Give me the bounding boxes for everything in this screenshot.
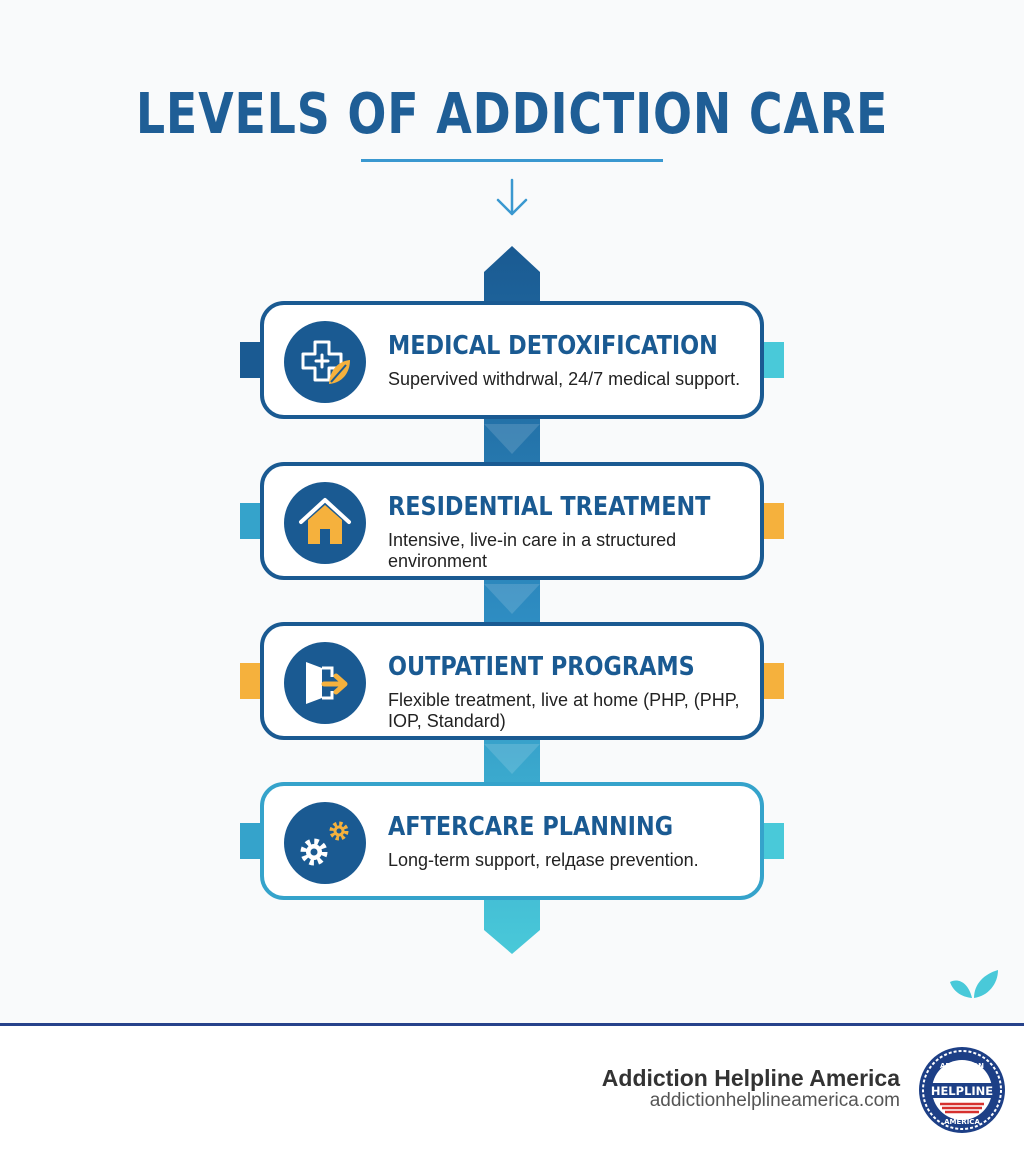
- seal-text-top: ADDICTION: [940, 1062, 984, 1070]
- step-card-aftercare: AFTERCARE PLANNING Long-term support, re…: [260, 782, 764, 900]
- step-icon-badge: [284, 802, 366, 884]
- tab-right-2: [760, 503, 784, 539]
- step-icon-badge: [284, 321, 366, 403]
- step-title: MEDICAL DETOXIFICATION: [388, 331, 718, 361]
- gears-icon: [300, 821, 349, 866]
- footer-brand-name[interactable]: Addiction Helpline America: [601, 1065, 900, 1091]
- tab-right-3: [760, 663, 784, 699]
- step-card-residential: RESIDENTIAL TREATMENT Intensive, live-in…: [260, 462, 764, 580]
- step-description: Intensive, live-in care in a structured …: [388, 530, 677, 571]
- title-underline: [361, 159, 663, 162]
- step-icon-badge: [284, 482, 366, 564]
- helpline-seal-icon: ADDICTION HELPLINE AMERICA: [919, 1047, 1005, 1133]
- seal-text-middle: HELPLINE: [931, 1084, 993, 1098]
- house-icon: [299, 498, 351, 544]
- footer-divider: [0, 1023, 1024, 1026]
- down-arrow-icon: [496, 178, 528, 216]
- medical-cross-leaf-icon: [301, 340, 350, 384]
- tab-right-1: [760, 342, 784, 378]
- step-description: Flexible treatment, live at home (PHP, (…: [388, 690, 740, 731]
- step-title: AFTERCARE PLANNING: [388, 812, 674, 842]
- step-card-medical-detox: MEDICAL DETOXIFICATION Supervived withdr…: [260, 301, 764, 419]
- leaf-logo-icon: [950, 970, 998, 998]
- step-title: RESIDENTIAL TREATMENT: [388, 492, 711, 522]
- tab-right-4: [760, 823, 784, 859]
- step-description: Supervived withdrwal, 24/7 medical suppo…: [388, 369, 741, 389]
- step-description: Long-term support, relдase prevention.: [388, 850, 699, 870]
- footer-url[interactable]: addictionhelplineamerica.com: [649, 1090, 900, 1111]
- page-title: LEVELS OF ADDICTION CARE: [135, 82, 889, 147]
- step-title: OUTPATIENT PROGRAMS: [388, 652, 695, 682]
- seal-text-bottom: AMERICA: [944, 1118, 980, 1126]
- step-icon-badge: [284, 642, 366, 724]
- step-card-outpatient: OUTPATIENT PROGRAMS Flexible treatment, …: [260, 622, 764, 740]
- door-exit-arrow-icon: [306, 662, 348, 704]
- footer-background: [0, 1026, 1024, 1154]
